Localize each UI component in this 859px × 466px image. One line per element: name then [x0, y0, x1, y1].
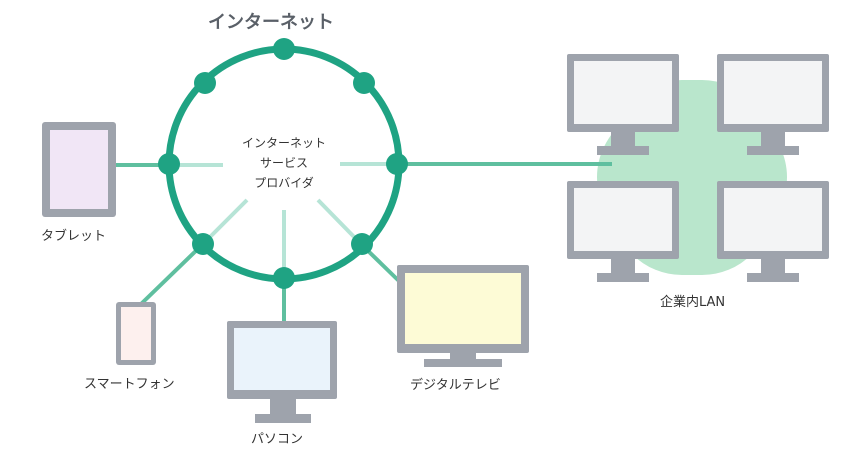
isp-label: インターネット サービス プロバイダ [214, 133, 354, 193]
smartphone-device [116, 302, 156, 365]
isp-label-line2: サービス [259, 156, 308, 170]
node-bottom [273, 267, 295, 289]
pc-label: パソコン [251, 432, 304, 447]
node-bottom-right [351, 233, 373, 255]
isp-spokes [175, 162, 392, 272]
node-top-right [353, 72, 375, 94]
smartphone-label: スマートフォン [84, 377, 175, 392]
node-top-left [194, 72, 216, 94]
lan-monitor-2 [717, 54, 829, 155]
tablet-device [42, 122, 116, 217]
pc-device [227, 321, 337, 423]
tablet-label: タブレット [41, 229, 107, 244]
lan-monitor-1 [567, 54, 679, 155]
node-top [273, 38, 295, 60]
spoke-lower-left [205, 198, 249, 242]
lan-label: 企業内LAN [660, 295, 726, 310]
lan-monitor-4 [717, 181, 829, 282]
node-bottom-left [192, 233, 214, 255]
diagram-title: インターネット [208, 12, 334, 33]
device-links [115, 162, 612, 322]
ring-nodes [158, 38, 408, 289]
isp-label-line3: プロバイダ [254, 176, 314, 190]
isp-label-line1: インターネット [241, 136, 326, 150]
link-smartphone [138, 241, 206, 307]
tv-device [397, 265, 529, 367]
spoke-lower-right [316, 198, 362, 245]
node-right [386, 153, 408, 175]
lan-monitor-3 [567, 181, 679, 282]
node-left [158, 153, 180, 175]
tv-label: デジタルテレビ [410, 378, 501, 393]
